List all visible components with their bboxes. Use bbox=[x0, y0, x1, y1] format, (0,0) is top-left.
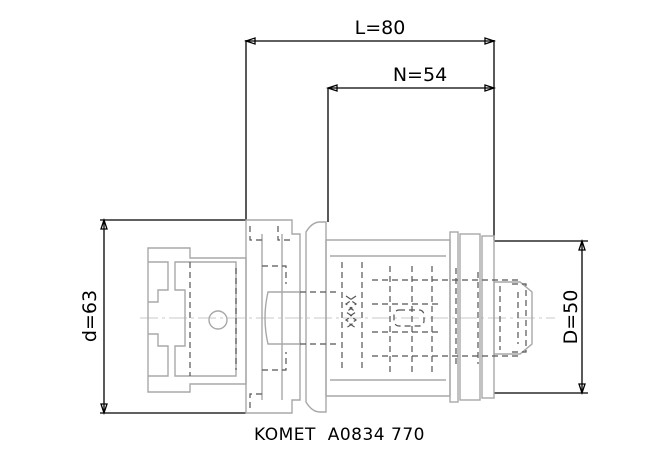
part-outline bbox=[140, 219, 555, 414]
dimension-label-shank-diameter: d=63 bbox=[79, 290, 101, 342]
hidden-spring bbox=[344, 295, 358, 329]
shank-outline bbox=[147, 247, 247, 393]
arrow-icon bbox=[325, 84, 338, 92]
dimension-label-overall-length: L=80 bbox=[355, 17, 406, 39]
arrow-icon bbox=[243, 37, 256, 45]
coolant-hole bbox=[208, 310, 228, 330]
arrow-icon bbox=[100, 217, 108, 230]
dimension-label-nominal-length: N=54 bbox=[393, 64, 447, 86]
nose bbox=[493, 281, 533, 355]
arrow-icon bbox=[578, 238, 586, 251]
hidden-lines bbox=[189, 226, 527, 408]
hidden-pocket bbox=[189, 262, 237, 376]
head-ring bbox=[481, 235, 495, 399]
hidden-flange-notch bbox=[249, 226, 290, 408]
arrow-icon bbox=[578, 383, 586, 396]
head-ring bbox=[459, 233, 481, 401]
part-caption: KOMET A0834 770 bbox=[254, 425, 425, 445]
collar bbox=[305, 221, 327, 413]
hidden-slot bbox=[393, 309, 425, 327]
head-ring bbox=[449, 231, 459, 403]
flange bbox=[245, 219, 301, 414]
neck bbox=[264, 291, 301, 345]
arrow-icon bbox=[100, 403, 108, 416]
hidden-bore bbox=[262, 265, 287, 371]
hidden-mechanism bbox=[341, 262, 520, 372]
dimension-lines bbox=[100, 37, 588, 416]
arrow-icon bbox=[484, 37, 497, 45]
hidden-shaft bbox=[300, 291, 340, 345]
shank-slot-upper bbox=[148, 261, 169, 303]
hidden-nose-detail bbox=[512, 283, 527, 353]
arrow-icon bbox=[484, 84, 497, 92]
shank-slot-lower bbox=[148, 333, 169, 377]
dimension-label-head-diameter: D=50 bbox=[560, 290, 582, 345]
